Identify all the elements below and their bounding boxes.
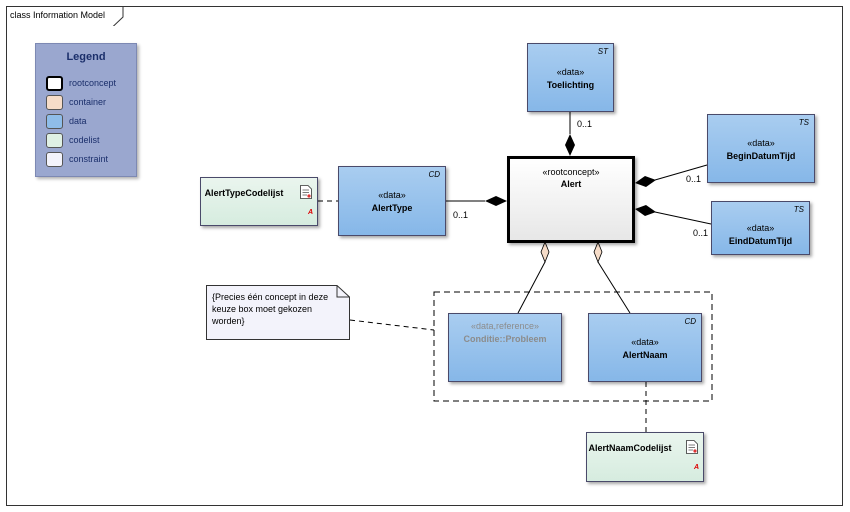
class-name: Conditie::Probleem (463, 334, 547, 344)
class-name: AlertTypeCodelijst (204, 188, 284, 198)
composition-diamond-begin (635, 176, 656, 187)
legend-swatch-rootconcept (46, 76, 63, 91)
edge-conditie-alert (517, 261, 546, 314)
frame-title-tab (6, 6, 124, 26)
class-stereotype: «rootconcept» (542, 167, 600, 177)
class-alertnaam[interactable]: CD «data» AlertNaam (588, 313, 702, 382)
type-tag: TS (798, 118, 809, 127)
class-name: AlertType (371, 203, 413, 213)
container-diamond-left (540, 240, 550, 264)
container-diamond-right (593, 240, 603, 264)
type-tag: TS (793, 205, 804, 214)
legend-label: codelist (69, 135, 100, 145)
class-stereotype: «data» (631, 337, 659, 347)
class-name: AlertNaam (622, 350, 668, 360)
class-alerttypecodelijst[interactable]: AlertTypeCodelijst A (200, 177, 318, 226)
edge-begin-alert (654, 164, 708, 181)
note-shape (206, 285, 350, 340)
codelist-document-icon (300, 185, 312, 199)
abstract-marker: A (694, 464, 700, 471)
class-stereotype: «data» (378, 190, 406, 200)
class-alerttype[interactable]: CD «data» AlertType (338, 166, 446, 236)
edge-eind-alert (654, 211, 712, 225)
class-alertnaamcodelijst[interactable]: AlertNaamCodelijst A (586, 432, 704, 482)
legend-swatch-codelist (46, 133, 63, 148)
class-stereotype: «data» (746, 223, 775, 233)
multiplicity-begin: 0..1 (686, 174, 702, 184)
frame-title: class Information Model (10, 10, 106, 20)
class-name: Toelichting (546, 80, 595, 90)
choice-boundary (433, 291, 713, 402)
class-stereotype: «data» (747, 138, 775, 148)
legend-swatch-constraint (46, 152, 63, 167)
note-text: {Precies één concept in deze keuze box m… (212, 292, 329, 326)
codelist-document-icon (686, 440, 698, 454)
class-name: BeginDatumTijd (726, 151, 796, 161)
composition-diamond-eind (635, 205, 656, 216)
class-conditie-probleem[interactable]: «data,reference» Conditie::Probleem (448, 313, 562, 382)
type-tag: CD (684, 317, 696, 326)
constraint-note[interactable]: {Precies één concept in deze keuze box m… (206, 285, 350, 340)
class-toelichting[interactable]: ST «data» Toelichting (527, 43, 614, 112)
multiplicity-alerttype: 0..1 (453, 210, 469, 220)
abstract-marker: A (308, 209, 314, 216)
type-tag: ST (597, 47, 608, 56)
class-name: Alert (560, 179, 582, 189)
legend-label: container (69, 97, 107, 107)
edge-note-boundary (349, 319, 435, 331)
class-alert[interactable]: «rootconcept» Alert (507, 156, 635, 243)
edge-alertnaam-alert (597, 261, 631, 314)
legend: Legend rootconcept container data codeli… (35, 43, 137, 177)
class-name: EindDatumTijd (728, 236, 793, 246)
legend-swatch-container (46, 95, 63, 110)
multiplicity-toelichting: 0..1 (577, 119, 593, 129)
type-tag: CD (428, 170, 440, 179)
multiplicity-eind: 0..1 (693, 228, 709, 238)
class-stereotype: «data,reference» (470, 321, 540, 331)
class-stereotype: «data» (556, 67, 585, 77)
legend-swatch-data (46, 114, 63, 129)
class-begindatumtijd[interactable]: TS «data» BeginDatumTijd (707, 114, 815, 183)
legend-label: rootconcept (69, 78, 117, 88)
diagram-frame (6, 6, 843, 506)
legend-label: constraint (69, 154, 109, 164)
legend-title: Legend (66, 51, 106, 63)
class-einddatumtijd[interactable]: TS «data» EindDatumTijd (711, 201, 810, 255)
legend-label: data (69, 116, 87, 126)
composition-diamond-alerttype (485, 196, 507, 206)
composition-diamond-toelichting (565, 134, 575, 156)
class-name: AlertNaamCodelijst (588, 443, 672, 453)
